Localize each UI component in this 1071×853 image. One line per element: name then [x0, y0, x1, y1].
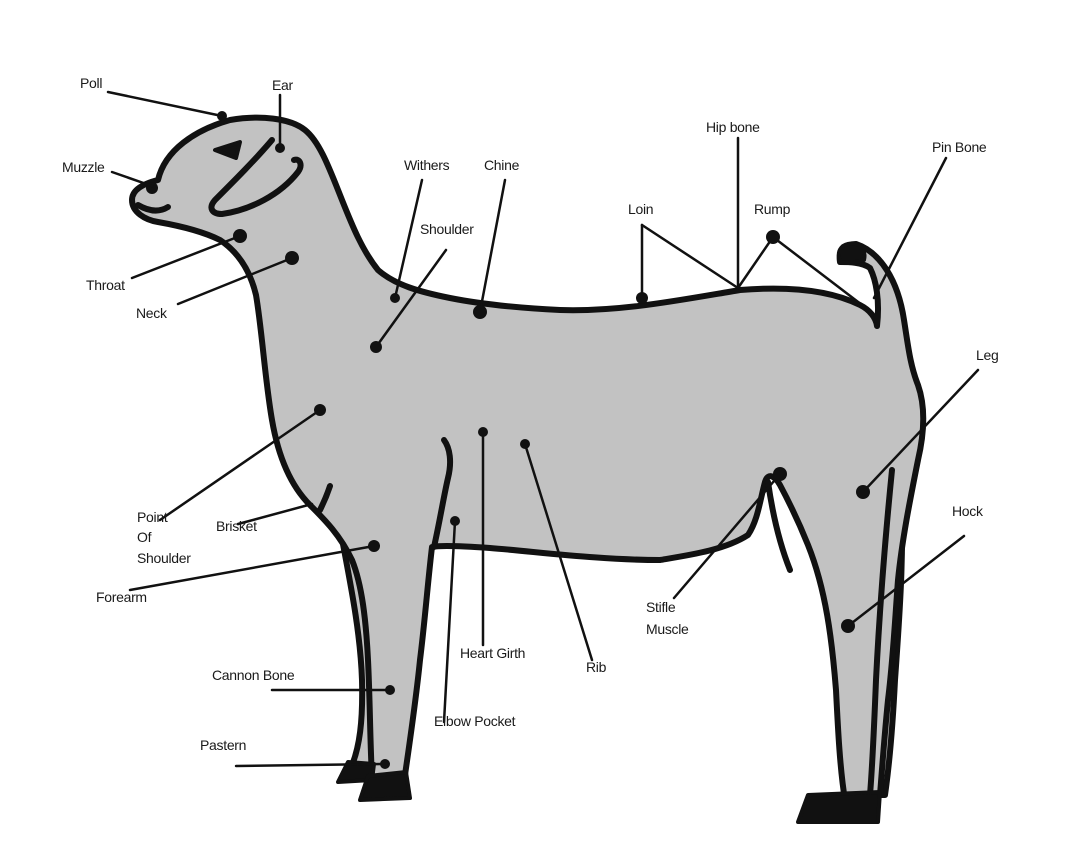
rib-point [520, 439, 530, 449]
loin-point [636, 292, 648, 304]
label-ear: Ear [272, 77, 294, 93]
label-pastern: Pastern [200, 737, 246, 753]
label-forearm: Forearm [96, 589, 147, 605]
muzzle-leader [112, 172, 152, 186]
throat-leader [132, 236, 240, 278]
label-elbow-pocket: Elbow Pocket [434, 713, 516, 729]
label-leg: Leg [976, 347, 998, 363]
label-heart-girth: Heart Girth [460, 645, 525, 661]
withers-point [390, 293, 400, 303]
poll-leader [108, 92, 222, 116]
rump-point [766, 230, 780, 244]
label-stifle-muscle-2: Muscle [646, 621, 689, 637]
leg-point [856, 485, 870, 499]
label-brisket: Brisket [216, 518, 257, 534]
rump-leader-a [738, 237, 773, 288]
point-of-shoulder-point [314, 404, 326, 416]
cannon-bone-point [385, 685, 395, 695]
elbow-pocket-point [450, 516, 460, 526]
label-hock: Hock [952, 503, 984, 519]
heart-girth-point [478, 427, 488, 437]
tail [839, 244, 865, 263]
label-point-of-shoulder-1: Point [137, 509, 168, 525]
ear-point [275, 143, 285, 153]
label-point-of-shoulder-2: Of [137, 529, 152, 545]
front-hoof-near [360, 772, 410, 800]
label-pin-bone: Pin Bone [932, 139, 987, 155]
label-cannon-bone: Cannon Bone [212, 667, 295, 683]
label-rump: Rump [754, 201, 791, 217]
label-stifle-muscle-1: Stifle [646, 599, 676, 615]
forearm-point [368, 540, 380, 552]
loin-leader-b [642, 225, 738, 288]
hock-point [841, 619, 855, 633]
goat-figure [132, 118, 923, 822]
throat-point [233, 229, 247, 243]
label-throat: Throat [86, 277, 125, 293]
poll-point [217, 111, 227, 121]
label-neck: Neck [136, 305, 168, 321]
label-withers: Withers [404, 157, 450, 173]
label-shoulder: Shoulder [420, 221, 474, 237]
pin-bone-leader [874, 158, 946, 298]
label-loin: Loin [628, 201, 653, 217]
elbow-pocket-leader [444, 521, 455, 722]
hind-hoof [798, 792, 880, 822]
label-muzzle: Muzzle [62, 159, 105, 175]
chine-point [473, 305, 487, 319]
label-chine: Chine [484, 157, 520, 173]
chine-leader [480, 180, 505, 312]
label-rib: Rib [586, 659, 607, 675]
shoulder-point [370, 341, 382, 353]
label-poll: Poll [80, 75, 102, 91]
neck-point [285, 251, 299, 265]
label-point-of-shoulder-3: Shoulder [137, 550, 191, 566]
pastern-point [380, 759, 390, 769]
label-hip-bone: Hip bone [706, 119, 760, 135]
stifle-muscle-point [773, 467, 787, 481]
withers-leader [395, 180, 422, 298]
